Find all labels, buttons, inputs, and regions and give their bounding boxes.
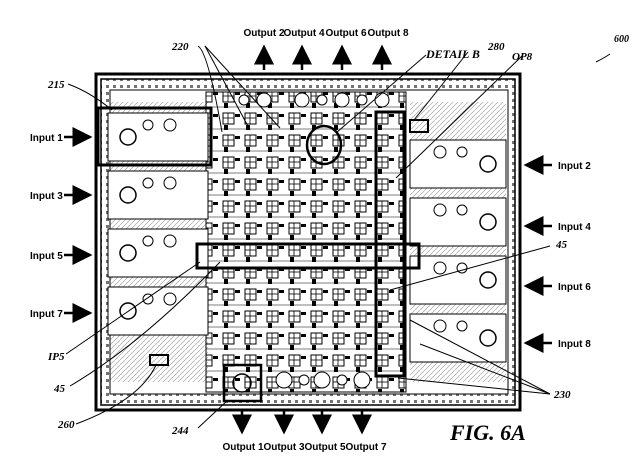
- input-arrows-left: [64, 137, 90, 313]
- ref-45-left: 45: [53, 383, 66, 395]
- ref-detail-b: DETAIL B: [425, 47, 480, 61]
- label-output-3: Output 3: [263, 442, 305, 453]
- ref-244: 244: [171, 425, 189, 437]
- ref-260: 260: [57, 419, 75, 431]
- label-output-5: Output 5: [304, 442, 346, 453]
- label-output-2: Output 2: [243, 28, 285, 39]
- label-output-8: Output 8: [367, 28, 409, 39]
- ref-280: 280: [487, 41, 505, 53]
- label-input-6: Input 6: [558, 282, 591, 293]
- label-input-2: Input 2: [558, 161, 591, 172]
- ref-figure-number: 600: [614, 34, 629, 45]
- ref-230: 230: [553, 389, 571, 401]
- output-arrows-bottom: [242, 410, 362, 432]
- ref-ip5: IP5: [47, 351, 65, 363]
- label-input-5: Input 5: [30, 251, 63, 262]
- output-pads-bottom: [276, 372, 370, 388]
- label-input-8: Input 8: [558, 339, 591, 350]
- label-output-4: Output 4: [283, 28, 325, 39]
- ref-215: 215: [47, 79, 65, 91]
- label-input-4: Input 4: [558, 222, 591, 233]
- label-output-7: Output 7: [345, 442, 387, 453]
- ref-45-right: 45: [555, 239, 568, 251]
- ref-op8: OP8: [512, 51, 533, 63]
- figure-caption: FIG. 6A: [449, 420, 526, 445]
- label-output-6: Output 6: [325, 28, 367, 39]
- ref-220: 220: [171, 41, 189, 53]
- label-output-1: Output 1: [222, 442, 264, 453]
- output-arrows-top: [264, 47, 382, 70]
- label-input-3: Input 3: [30, 191, 63, 202]
- input-arrows-right: [526, 165, 552, 343]
- label-input-7: Input 7: [30, 309, 63, 320]
- label-input-1: Input 1: [30, 133, 63, 144]
